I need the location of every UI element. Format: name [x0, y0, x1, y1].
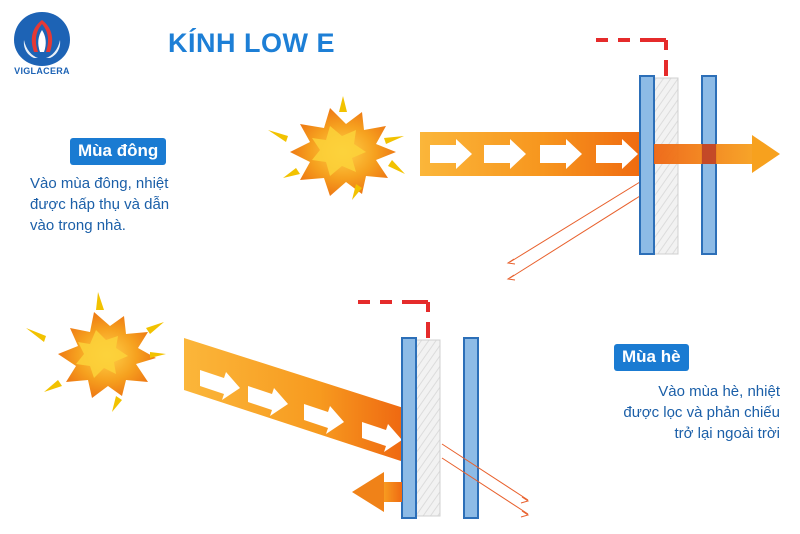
summer-description-line: được lọc và phản chiếu [623, 404, 780, 421]
summer-reflect-arrow [352, 472, 402, 512]
winter-reflected-rays [506, 181, 641, 281]
summer-sun-icon [26, 292, 166, 412]
summer-coating-marker [358, 300, 430, 338]
summer-transmitted-rays [441, 443, 530, 518]
winter-description: Vào mùa đông, nhiệt được hấp thụ và dẫn … [30, 173, 169, 236]
winter-sun-icon [268, 96, 405, 200]
brand-name: VIGLACERA [14, 66, 70, 76]
winter-glass-unit [639, 75, 717, 255]
winter-coating-marker [596, 38, 668, 76]
winter-description-line: vào trong nhà. [30, 217, 126, 234]
winter-exit-arrow [654, 135, 780, 173]
summer-badge: Mùa hè [614, 344, 689, 371]
winter-description-line: được hấp thụ và dẫn [30, 196, 170, 213]
winter-badge: Mùa đông [70, 138, 167, 165]
winter-heat-beam [420, 132, 642, 176]
summer-description-line: trở lại ngoài trời [674, 425, 780, 442]
page-title: KÍNH LOW E [168, 28, 335, 58]
summer-glass-unit [401, 337, 479, 519]
summer-heat-beam [184, 338, 410, 464]
summer-description-line: Vào mùa hè, nhiệt [658, 383, 780, 400]
viglacera-logo [14, 12, 70, 66]
winter-description-line: Vào mùa đông, nhiệt [30, 175, 169, 192]
summer-description: Vào mùa hè, nhiệt được lọc và phản chiếu… [623, 381, 780, 444]
